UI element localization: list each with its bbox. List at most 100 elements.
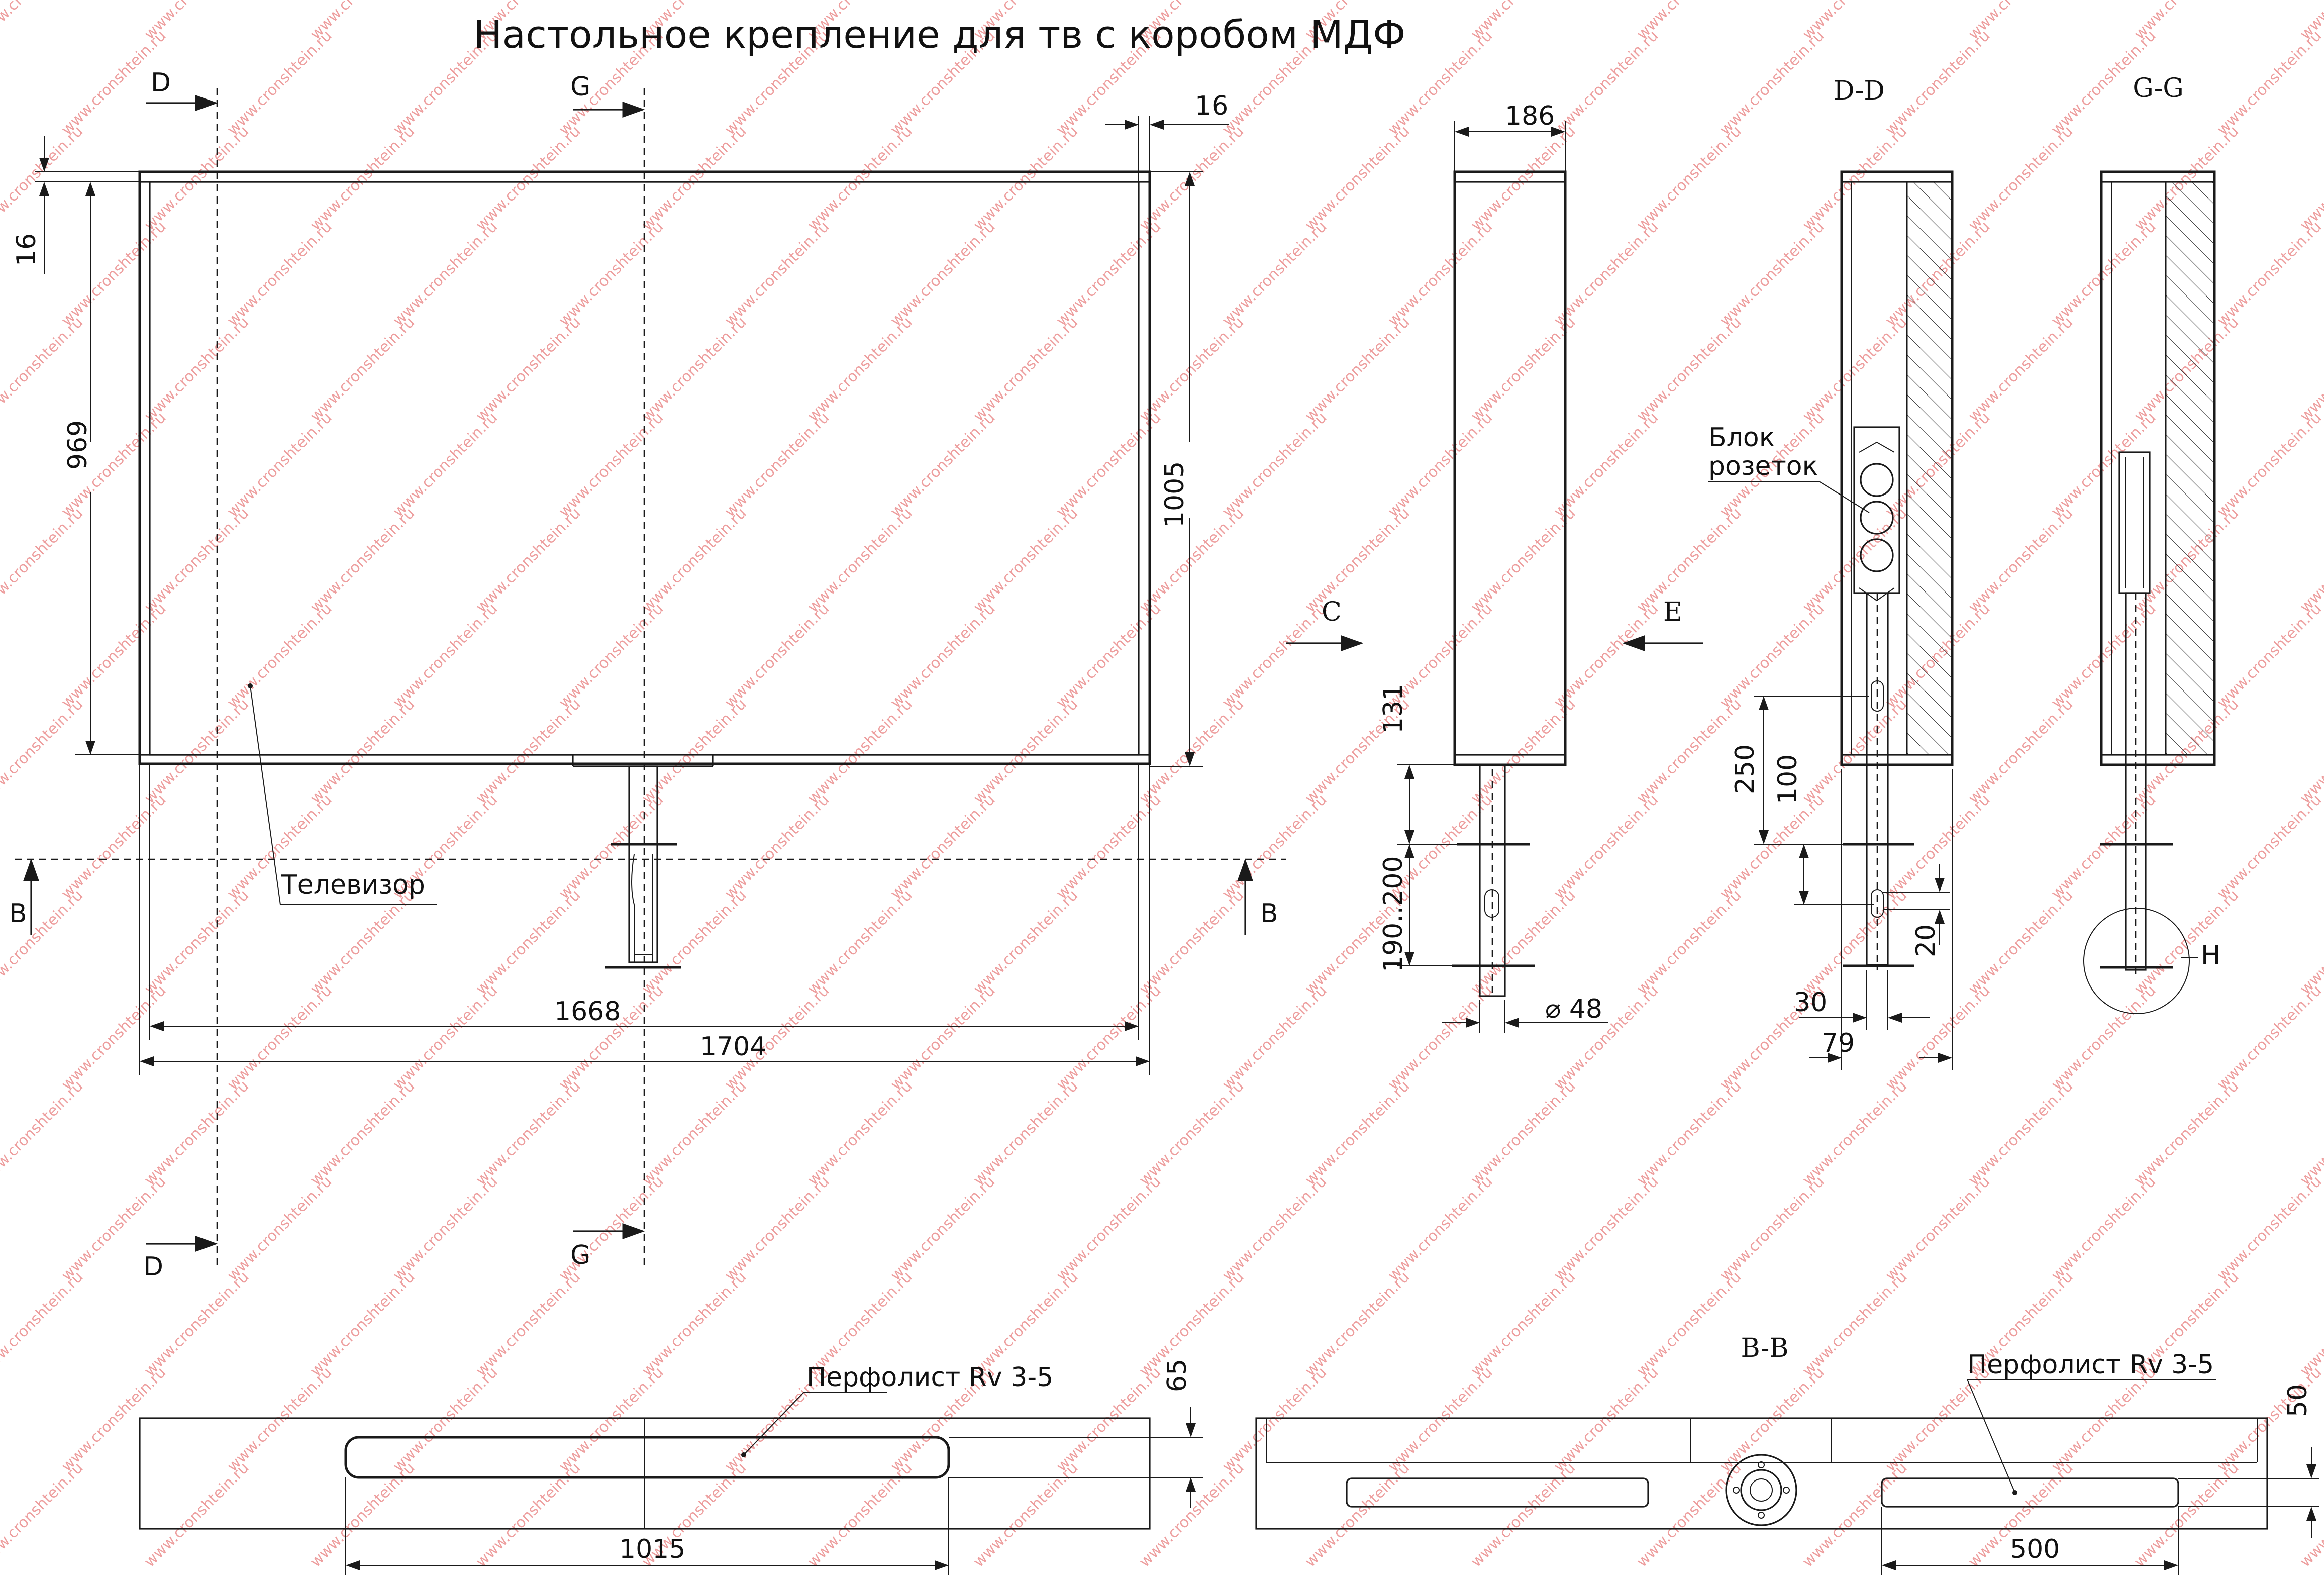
watermark-text: www.cronshtein.ru xyxy=(1219,1364,1330,1475)
watermark-text: www.cronshtein.ru xyxy=(224,409,335,521)
watermark-text: www.cronshtein.ru xyxy=(970,1077,1081,1189)
watermark-text: www.cronshtein.ru xyxy=(970,886,1081,998)
watermark-text: www.cronshtein.ru xyxy=(1467,1268,1579,1380)
watermark-text: www.cronshtein.ru xyxy=(2296,123,2324,234)
watermark-text: www.cronshtein.ru xyxy=(2296,1268,2324,1380)
watermark-text: www.cronshtein.ru xyxy=(2048,409,2159,521)
watermark-text: www.cronshtein.ru xyxy=(2213,791,2324,903)
watermark-text: www.cronshtein.ru xyxy=(1550,1173,1662,1285)
watermark-text: www.cronshtein.ru xyxy=(0,123,86,234)
bb-slot-right xyxy=(1881,1477,2179,1508)
watermark-text: www.cronshtein.ru xyxy=(389,1364,501,1475)
dim-50: 50 xyxy=(2283,1384,2313,1417)
watermark-text: www.cronshtein.ru xyxy=(887,791,998,903)
watermark-text: www.cronshtein.ru xyxy=(1550,27,1662,139)
watermark-text: www.cronshtein.ru xyxy=(1965,1077,2076,1189)
watermark-text: www.cronshtein.ru xyxy=(1799,886,1910,998)
watermark-text: www.cronshtein.ru xyxy=(1384,409,1496,521)
watermark-text: www.cronshtein.ru xyxy=(970,1459,1081,1571)
bb-outline xyxy=(1255,1417,2268,1530)
watermark-text: www.cronshtein.ru xyxy=(224,600,335,712)
dim-186: 186 xyxy=(1505,101,1555,131)
watermark-text: www.cronshtein.ru xyxy=(970,505,1081,616)
watermark-text: www.cronshtein.ru xyxy=(1965,505,2076,616)
watermark-text: www.cronshtein.ru xyxy=(804,1459,916,1571)
watermark-text: www.cronshtein.ru xyxy=(1301,1459,1413,1571)
watermark-text: www.cronshtein.ru xyxy=(2213,1173,2324,1285)
socket-2 xyxy=(1860,501,1894,535)
watermark-text: www.cronshtein.ru xyxy=(1882,1364,1993,1475)
watermark-text: www.cronshtein.ru xyxy=(1550,600,1662,712)
dim-250: 250 xyxy=(1730,744,1760,794)
watermark-text: www.cronshtein.ru xyxy=(1467,886,1579,998)
watermark-text: www.cronshtein.ru xyxy=(555,409,667,521)
watermark-text: www.cronshtein.ru xyxy=(638,886,750,998)
watermark-text: www.cronshtein.ru xyxy=(638,1077,750,1189)
watermark-text: www.cronshtein.ru xyxy=(2296,314,2324,425)
watermark-text: www.cronshtein.ru xyxy=(2131,886,2242,998)
watermark-text: www.cronshtein.ru xyxy=(0,0,86,43)
watermark-text: www.cronshtein.ru xyxy=(2048,600,2159,712)
watermark-text: www.cronshtein.ru xyxy=(1799,123,1910,234)
svg-text:D: D xyxy=(143,1252,163,1282)
watermark-text: www.cronshtein.ru xyxy=(2048,1173,2159,1285)
watermark-text: www.cronshtein.ru xyxy=(804,696,916,807)
watermark-text: www.cronshtein.ru xyxy=(1136,1077,1247,1189)
watermark-text: www.cronshtein.ru xyxy=(472,696,584,807)
watermark-text: www.cronshtein.ru xyxy=(224,27,335,139)
watermark-text: www.cronshtein.ru xyxy=(1467,505,1579,616)
watermark-text: www.cronshtein.ru xyxy=(389,218,501,330)
watermark-text: www.cronshtein.ru xyxy=(0,1077,86,1189)
watermark-text: www.cronshtein.ru xyxy=(224,1173,335,1285)
watermark-text: www.cronshtein.ru xyxy=(1136,1459,1247,1571)
dim-30: 30 xyxy=(1794,987,1827,1018)
socket-3 xyxy=(1860,538,1894,572)
watermark-text: www.cronshtein.ru xyxy=(1882,791,1993,903)
watermark-text: www.cronshtein.ru xyxy=(2213,982,2324,1094)
watermark-text: www.cronshtein.ru xyxy=(1301,123,1413,234)
watermark-text: www.cronshtein.ru xyxy=(1882,1173,1993,1285)
watermark-text: www.cronshtein.ru xyxy=(1219,218,1330,330)
watermark-text: www.cronshtein.ru xyxy=(887,982,998,1094)
watermark-text: www.cronshtein.ru xyxy=(804,123,916,234)
watermark-text: www.cronshtein.ru xyxy=(804,314,916,425)
dim-131: 131 xyxy=(1378,684,1408,734)
watermark-text: www.cronshtein.ru xyxy=(1384,1173,1496,1285)
watermark-text: www.cronshtein.ru xyxy=(0,1268,86,1380)
socket-1 xyxy=(1860,463,1894,497)
watermark-text: www.cronshtein.ru xyxy=(2048,982,2159,1094)
watermark-text: www.cronshtein.ru xyxy=(141,123,252,234)
watermark-text: www.cronshtein.ru xyxy=(1716,791,1828,903)
bb-slot-left xyxy=(1346,1477,1649,1508)
watermark-text: www.cronshtein.ru xyxy=(1550,1364,1662,1475)
watermark-text: www.cronshtein.ru xyxy=(887,600,998,712)
dim-1005: 1005 xyxy=(1160,461,1190,528)
watermark-text: www.cronshtein.ru xyxy=(0,1459,86,1571)
watermark-text: www.cronshtein.ru xyxy=(307,123,418,234)
watermark-text: www.cronshtein.ru xyxy=(224,982,335,1094)
watermark-text: www.cronshtein.ru xyxy=(721,791,833,903)
watermark-text: www.cronshtein.ru xyxy=(1716,1173,1828,1285)
watermark-text: www.cronshtein.ru xyxy=(804,1077,916,1189)
dim-1015: 1015 xyxy=(619,1534,685,1564)
watermark-text: www.cronshtein.ru xyxy=(1053,1173,1164,1285)
watermark-text: www.cronshtein.ru xyxy=(1219,600,1330,712)
dim-190-200: 190..200 xyxy=(1378,856,1408,972)
perforated-slot xyxy=(344,1436,950,1479)
watermark-text: www.cronshtein.ru xyxy=(1550,791,1662,903)
watermark-text: www.cronshtein.ru xyxy=(1136,886,1247,998)
watermark-text: www.cronshtein.ru xyxy=(2213,409,2324,521)
watermark-text: www.cronshtein.ru xyxy=(1716,1364,1828,1475)
dim-79: 79 xyxy=(1822,1028,1855,1058)
svg-text:H: H xyxy=(2201,940,2220,970)
section-dd: D-D Блок розеток 250 100 xyxy=(1708,76,1954,1070)
watermark-text: www.cronshtein.ru xyxy=(1882,982,1993,1094)
watermark-text: www.cronshtein.ru xyxy=(721,218,833,330)
watermark-text: www.cronshtein.ru xyxy=(555,600,667,712)
watermark-text: www.cronshtein.ru xyxy=(1633,505,1745,616)
watermark-text: www.cronshtein.ru xyxy=(141,1077,252,1189)
svg-text:розеток: розеток xyxy=(1708,451,1818,481)
watermark-text: www.cronshtein.ru xyxy=(1219,982,1330,1094)
watermark-text: www.cronshtein.ru xyxy=(1219,1173,1330,1285)
